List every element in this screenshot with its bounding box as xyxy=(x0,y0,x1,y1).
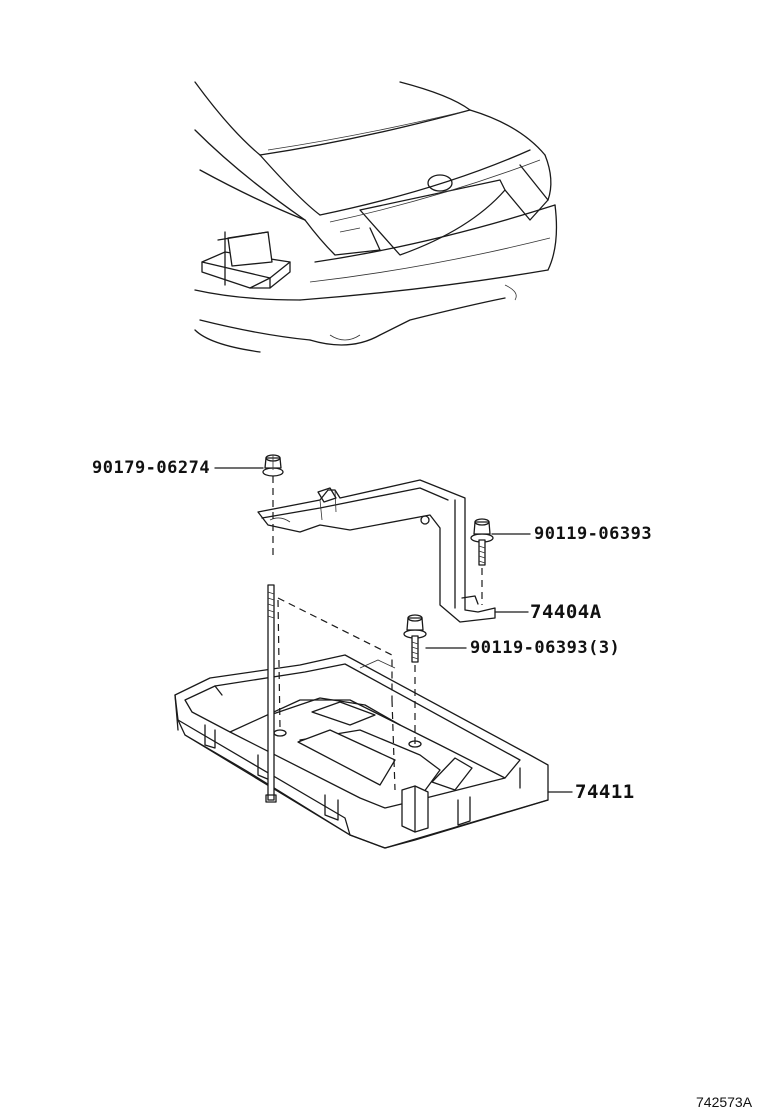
part-label-90119-06393-qty3: 90119-06393(3) xyxy=(470,638,621,658)
nut-90179-06274 xyxy=(262,454,284,477)
assembly-guide-lines xyxy=(272,476,483,791)
battery-tray-74411 xyxy=(174,654,549,849)
bolt-90119-06393-upper xyxy=(470,518,494,566)
bolt-90119-06393-lower xyxy=(403,614,427,663)
figure-id: 742573A xyxy=(696,1094,753,1110)
part-label-74411: 74411 xyxy=(575,781,635,803)
hold-down-rod xyxy=(265,584,277,803)
leader-lines xyxy=(214,467,573,793)
part-label-90119-06393: 90119-06393 xyxy=(534,524,653,544)
part-label-90179-06274: 90179-06274 xyxy=(92,458,211,478)
vehicle-rear-location-view xyxy=(194,81,558,353)
battery-clamp-74404a xyxy=(257,479,496,623)
part-label-74404a: 74404A xyxy=(530,601,602,623)
